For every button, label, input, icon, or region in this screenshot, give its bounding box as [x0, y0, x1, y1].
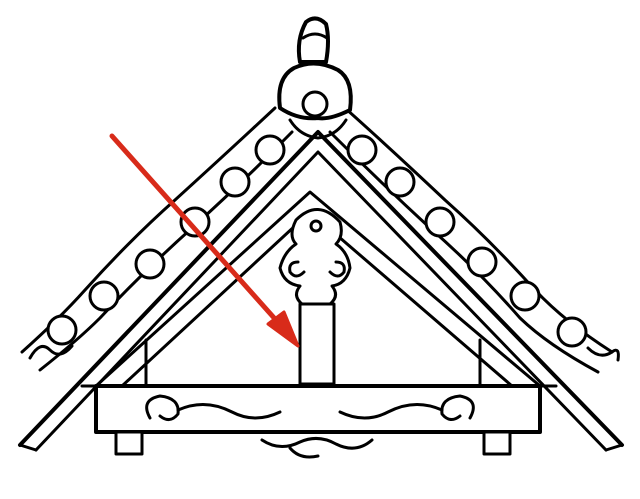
carved-scroll-ornament — [145, 394, 475, 421]
roof-tile-ends-left — [28, 134, 286, 360]
roof-tile-ends-right — [346, 134, 620, 362]
cusped-bracket — [278, 208, 352, 306]
tie-beam — [80, 384, 558, 434]
king-post — [298, 302, 336, 386]
lower-brackets — [114, 430, 512, 459]
pointer-arrow — [109, 133, 300, 348]
ridge-finial — [277, 16, 353, 140]
roof-eaves — [18, 130, 624, 452]
